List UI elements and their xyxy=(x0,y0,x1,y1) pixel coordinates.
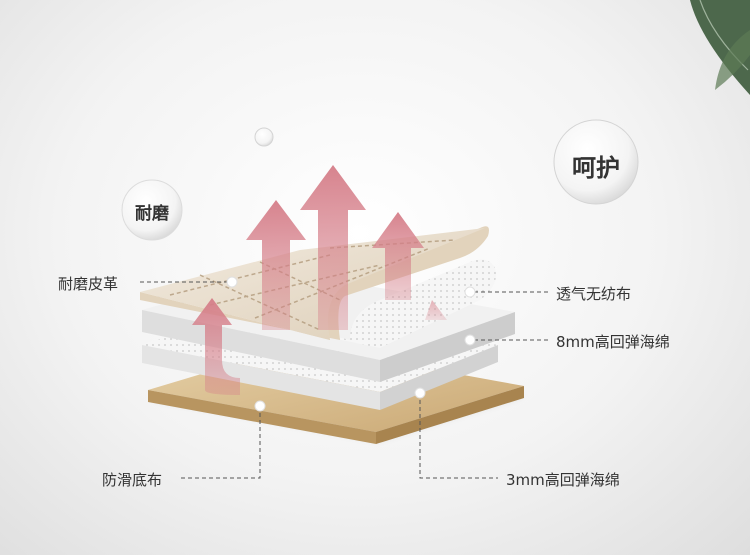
up-arrow-right xyxy=(372,212,424,300)
up-arrow-center xyxy=(300,165,366,330)
wear-bubble xyxy=(121,179,183,241)
leader-dots xyxy=(226,276,476,412)
label-nonwoven: 透气无纺布 xyxy=(556,285,632,303)
care-bubble-label: 呵护 xyxy=(572,154,620,182)
label-leather: 耐磨皮革 xyxy=(58,275,119,293)
up-arrow-left xyxy=(246,200,306,330)
wear-bubble-label: 耐磨 xyxy=(135,204,169,224)
label-base: 防滑底布 xyxy=(102,471,163,489)
nonwoven-layer xyxy=(150,259,496,348)
leader-lines xyxy=(140,281,548,479)
care-bubble xyxy=(553,119,639,205)
up-arrow-bottom-left xyxy=(192,298,240,395)
airflow-arrows xyxy=(192,165,447,395)
leaf-decoration xyxy=(690,0,750,95)
label-sponge-3mm: 3mm高回弹海绵 xyxy=(506,471,620,489)
small-bubble xyxy=(254,127,274,147)
label-sponge-8mm: 8mm高回弹海绵 xyxy=(556,333,670,351)
